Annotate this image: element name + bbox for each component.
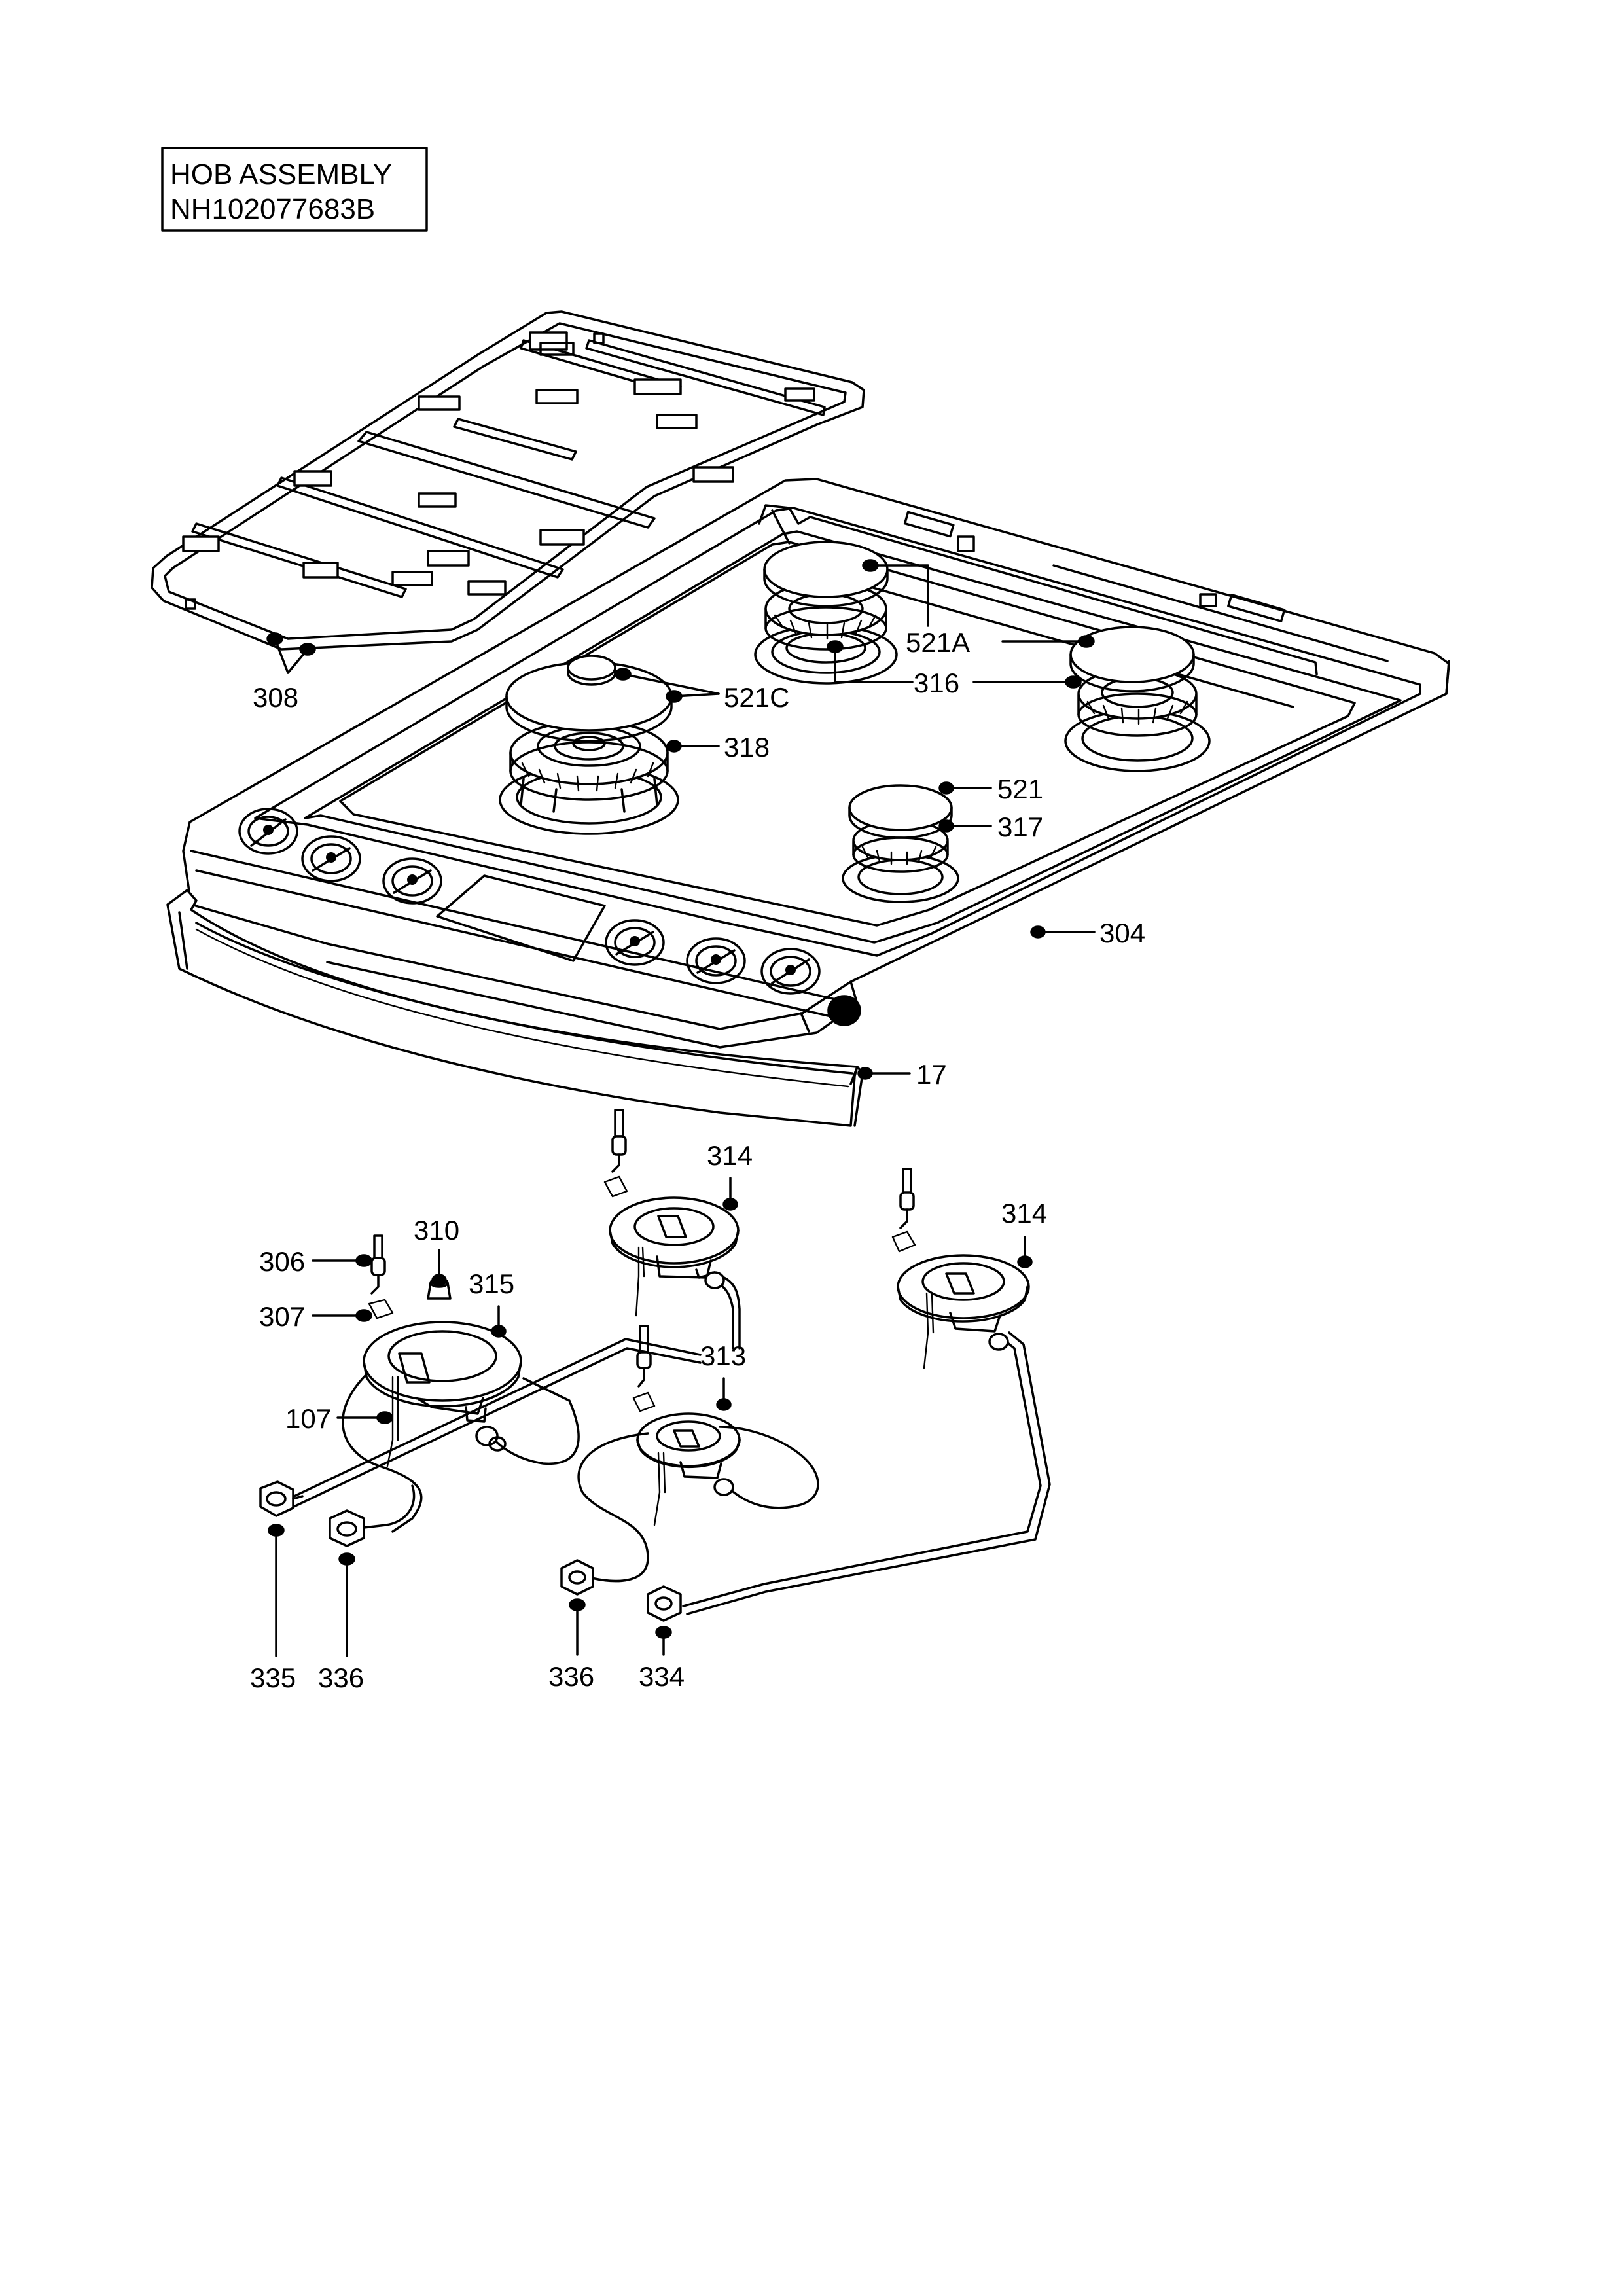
callout-310: 310: [414, 1215, 459, 1287]
callout-521: 521: [938, 774, 1043, 804]
knob-3: [382, 857, 442, 905]
nut-336-right: [560, 1559, 594, 1596]
callout-307: 307: [259, 1301, 372, 1332]
burner-body-314-right: [682, 1168, 1051, 1615]
label-308: 308: [253, 682, 298, 713]
callout-318: 318: [666, 732, 770, 762]
burner-body-315: [342, 1234, 580, 1533]
label-304: 304: [1099, 918, 1145, 948]
callout-334: 334: [639, 1626, 685, 1692]
display-window: [436, 874, 606, 962]
callout-317: 317: [938, 812, 1043, 842]
nut-334: [647, 1585, 682, 1622]
label-521a: 521A: [906, 627, 970, 658]
label-313: 313: [700, 1340, 746, 1371]
label-316: 316: [914, 668, 959, 698]
nut-335: [259, 1480, 304, 1517]
burner-wok-318: [499, 655, 679, 835]
burner-body-313: [274, 1325, 819, 1583]
burner-rear-316: [754, 541, 898, 685]
label-310: 310: [414, 1215, 459, 1246]
title-line-2: NH102077683B: [170, 193, 375, 225]
knob-2: [301, 835, 361, 882]
label-336-a: 336: [318, 1662, 364, 1693]
ignition-button: [827, 995, 861, 1026]
knob-6: [760, 948, 821, 995]
title-box: HOB ASSEMBLY NH102077683B: [161, 147, 428, 232]
callout-314-b: 314: [1001, 1198, 1047, 1263]
callout-304: 304: [1030, 918, 1145, 948]
burner-right-316: [1064, 626, 1211, 772]
knob-5: [686, 937, 746, 984]
label-315: 315: [469, 1268, 514, 1299]
callout-107: 107: [285, 1403, 393, 1434]
control-knobs: [238, 808, 861, 1026]
callout-308: 308: [253, 632, 316, 713]
pan-support-grid: [151, 310, 865, 651]
callout-306: 306: [259, 1246, 372, 1277]
label-307: 307: [259, 1301, 305, 1332]
label-306: 306: [259, 1246, 305, 1277]
callout-336-b: 336: [548, 1598, 594, 1692]
label-335: 335: [250, 1662, 296, 1693]
callout-313: 313: [700, 1340, 746, 1406]
label-521: 521: [997, 774, 1043, 804]
callout-314-a: 314: [707, 1140, 753, 1206]
burner-front-317: [842, 784, 959, 903]
callout-17: 17: [857, 1059, 947, 1090]
label-314-b: 314: [1001, 1198, 1047, 1229]
label-17: 17: [916, 1059, 947, 1090]
title-line-1: HOB ASSEMBLY: [170, 158, 392, 190]
callout-521c: 521C: [615, 668, 789, 713]
knob-1: [238, 808, 298, 855]
nut-336-left: [329, 1484, 416, 1547]
label-318: 318: [724, 732, 770, 762]
front-trim-strip: [166, 889, 864, 1127]
label-521c: 521C: [724, 682, 789, 713]
callout-521a: 521A: [862, 559, 1095, 658]
callout-315: 315: [469, 1268, 514, 1333]
label-334: 334: [639, 1661, 685, 1692]
callout-335: 335: [250, 1524, 296, 1693]
label-107: 107: [285, 1403, 331, 1434]
label-314-a: 314: [707, 1140, 753, 1171]
knob-4: [605, 919, 665, 966]
label-336-b: 336: [548, 1661, 594, 1692]
callout-336-a: 336: [318, 1552, 364, 1693]
callout-316: 316: [827, 640, 1082, 698]
label-317: 317: [997, 812, 1043, 842]
